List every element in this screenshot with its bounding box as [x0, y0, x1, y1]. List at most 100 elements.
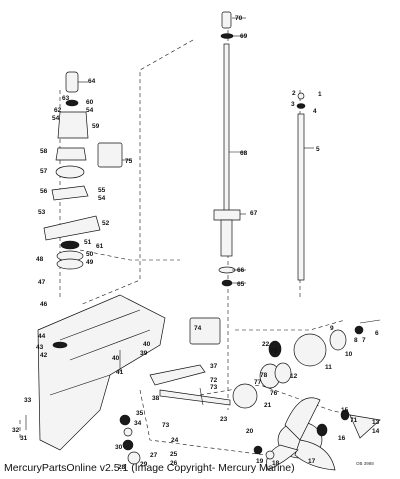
- copyright-caption: MercuryPartsOnline v2.5.1 (Image Copyrig…: [4, 462, 295, 474]
- gasket-56: [51, 185, 89, 201]
- callout-41: 41: [116, 369, 124, 376]
- leader-lines: [78, 17, 314, 284]
- shift-shaft: [296, 92, 306, 281]
- callout-13: 13: [372, 419, 380, 426]
- shaft-5: [297, 113, 305, 281]
- callout-6: 6: [375, 330, 379, 337]
- seal-10: [329, 329, 347, 351]
- clip-2: [297, 92, 305, 100]
- callout-73b: 73: [162, 422, 170, 429]
- callout-63: 63: [62, 95, 70, 102]
- gear-65: [221, 279, 233, 287]
- callout-52: 52: [102, 220, 110, 227]
- callout-71: 71: [350, 417, 358, 424]
- insert-57: [55, 165, 85, 179]
- thrust-hub-16: [316, 423, 328, 437]
- callout-20: 20: [246, 428, 254, 435]
- callout-66: 66: [237, 267, 245, 274]
- callout-34: 34: [134, 420, 142, 427]
- callout-47: 47: [38, 279, 46, 286]
- callout-46: 46: [40, 301, 48, 308]
- callout-73a: 73: [210, 384, 218, 391]
- callout-25: 25: [170, 451, 178, 458]
- part-19: [253, 445, 263, 455]
- callout-40b: 40: [112, 355, 120, 362]
- callout-37: 37: [210, 363, 218, 370]
- seal-51: [60, 240, 80, 250]
- gear-housing: [37, 294, 221, 451]
- callout-75: 75: [125, 158, 133, 165]
- prop-shaft-23: [159, 389, 231, 406]
- drawing-code: OB 3988: [356, 461, 374, 466]
- callout-1: 1: [318, 91, 322, 98]
- blade-top: [284, 397, 321, 441]
- callout-61: 61: [96, 243, 104, 250]
- callout-8: 8: [354, 337, 358, 344]
- housing-body: [37, 294, 166, 451]
- shaft-68: [223, 43, 230, 235]
- callout-22: 22: [262, 341, 270, 348]
- part-9: [354, 325, 364, 335]
- callout-67: 67: [250, 210, 258, 217]
- callout-27: 27: [150, 452, 158, 459]
- callout-54b: 54: [52, 115, 60, 122]
- callout-60a: 60: [86, 99, 94, 106]
- tube-64: [65, 71, 79, 93]
- callout-4: 4: [313, 108, 317, 115]
- shaft-cap-70: [221, 11, 232, 29]
- callout-76: 76: [270, 390, 278, 397]
- part-36: [119, 414, 131, 426]
- water-pump-assembly: [43, 71, 123, 270]
- part-27: [122, 439, 134, 451]
- callout-54a: 54: [86, 107, 94, 114]
- callout-19: 19: [256, 458, 264, 465]
- ring-79: [268, 340, 282, 358]
- kit-74: [189, 317, 221, 345]
- callout-24: 24: [171, 437, 179, 444]
- callout-57: 57: [40, 168, 48, 175]
- callout-28: 28: [118, 464, 126, 471]
- carrier-11: [293, 333, 327, 367]
- callout-5: 5: [316, 146, 320, 153]
- callout-21: 21: [264, 402, 272, 409]
- callout-49: 49: [86, 259, 94, 266]
- callout-39: 39: [140, 350, 148, 357]
- callout-50: 50: [86, 251, 94, 258]
- callout-69: 69: [240, 33, 248, 40]
- small-hardware: [25, 319, 381, 465]
- callout-59: 59: [92, 123, 100, 130]
- callout-58: 58: [40, 148, 48, 155]
- housing-port: [52, 341, 68, 349]
- callout-17: 17: [308, 458, 316, 465]
- callout-29: 29: [140, 461, 148, 468]
- callout-35: 35: [136, 410, 144, 417]
- callout-14: 14: [372, 428, 380, 435]
- propeller: [266, 397, 381, 471]
- bushing-4: [296, 103, 306, 109]
- callout-48: 48: [36, 256, 44, 263]
- callout-77: 77: [254, 379, 262, 386]
- callout-31: 31: [20, 435, 28, 442]
- callout-32: 32: [12, 427, 20, 434]
- cam-37: [149, 364, 206, 386]
- callout-53: 53: [38, 209, 46, 216]
- callout-7: 7: [362, 337, 366, 344]
- callout-42: 42: [40, 352, 48, 359]
- tab-13: [349, 414, 381, 439]
- gasket-49: [56, 258, 84, 270]
- callout-30: 30: [115, 444, 123, 451]
- bearing-67: [213, 209, 241, 221]
- callout-56: 56: [40, 188, 48, 195]
- callout-51: 51: [84, 239, 92, 246]
- callout-65: 65: [237, 281, 245, 288]
- callout-9: 9: [330, 325, 334, 332]
- grommet-63: [65, 99, 79, 107]
- callout-54c: 54: [98, 195, 106, 202]
- callout-12: 12: [290, 373, 298, 380]
- impeller-58: [55, 147, 87, 161]
- callout-16: 16: [338, 435, 346, 442]
- callout-23: 23: [220, 416, 228, 423]
- ring-12: [274, 362, 292, 384]
- callout-79: 79: [270, 348, 278, 355]
